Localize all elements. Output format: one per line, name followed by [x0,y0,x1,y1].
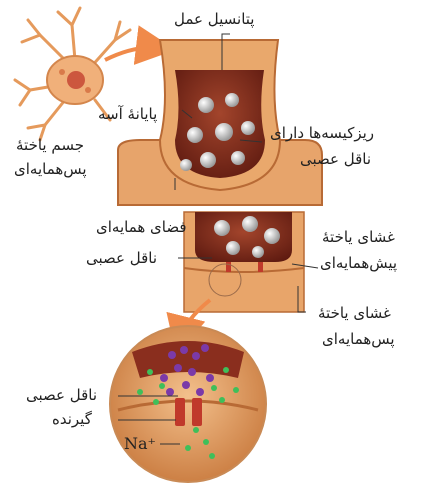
label-postsynaptic-membrane-line2: پس‌همایه‌ای [322,328,395,350]
label-neurotransmitter-bottom: ناقل عصبی [26,384,97,406]
receptor-magnified-view [110,326,266,482]
label-vesicles-line2: ناقل عصبی [300,148,371,170]
axon-terminal-top [160,40,280,190]
label-action-potential: پتانسیل عمل [174,8,254,30]
label-synaptic-cleft: فضای همایه‌ای [96,216,187,238]
flow-arrow-top [105,48,160,61]
label-cell-body-line1: جسم یاختهٔ [16,134,84,156]
label-sodium-ion: Na⁺ [124,433,156,455]
label-cell-body-line2: پس‌همایه‌ای [14,158,87,180]
label-presynaptic-membrane-line2: پیش‌همایه‌ای [320,252,397,274]
label-axon-terminal: پایانهٔ آسه [98,103,157,125]
label-presynaptic-membrane-line1: غشای یاختهٔ [322,226,395,248]
label-postsynaptic-membrane-line1: غشای یاختهٔ [318,302,391,324]
synapse-zoom-panel [184,212,304,312]
label-vesicles-line1: ریزکیسه‌ها دارای [270,122,374,144]
label-neurotransmitter-mid: ناقل عصبی [86,247,157,269]
label-receptor: گیرنده [52,408,92,430]
